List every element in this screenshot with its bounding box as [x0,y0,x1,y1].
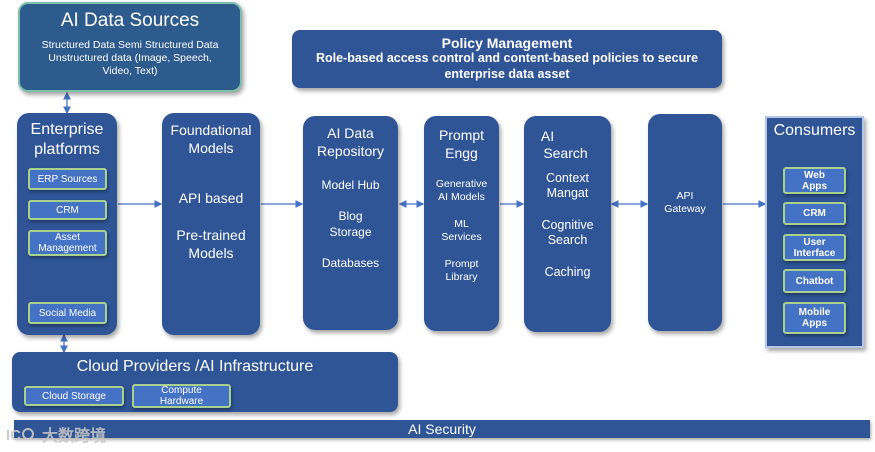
foundational-item-pretrained-1: Pre-trained [176,227,246,243]
chip-compute-label-2: Hardware [159,396,204,407]
chip-user-interface-label-1: User [803,236,826,248]
chip-compute-hardware: Compute Hardware [132,384,231,408]
watermark-text: 大数跨境 [42,428,107,445]
repository-title-2: Repository [317,143,384,159]
ai-data-sources-title: AI Data Sources [60,10,200,31]
gateway-line-1: API [676,190,694,202]
foundational-item-pretrained-2: Models [188,245,234,261]
chip-consumer-crm: CRM [783,202,846,225]
ai-data-sources-box: AI Data Sources Structured Data Semi Str… [18,2,242,92]
repository-item-databases: Databases [321,256,380,270]
search-item-cognitive: Cognitive [541,218,594,232]
foundational-title-1: Foundational [170,122,252,138]
prompt-item-prompt: Prompt [444,258,479,270]
search-item-mangat: Mangat [546,186,589,200]
repository-item-model-hub: Model Hub [321,178,380,192]
chip-web-apps-label-1: Web [804,169,825,181]
ai-search-box: AI Search Context Mangat Cognitive Searc… [524,116,611,332]
enterprise-title-1: Enterprise [30,121,104,138]
chip-erp-sources: ERP Sources [28,168,107,190]
ai-data-repository-box: AI Data Repository Model Hub Blog Storag… [303,116,398,330]
chip-asset-label-2: Management [38,243,97,254]
foundational-models-box: Foundational Models API based Pre-traine… [162,113,260,335]
svg-text:IC: IC [6,427,21,443]
prompt-title-2: Engg [445,145,478,161]
search-title-2: Search [543,145,588,161]
chip-user-interface-label-2: Interface [793,247,836,259]
ai-data-sources-line1: Structured Data Semi Structured Data [41,39,219,51]
prompt-item-generative: Generative [435,178,488,190]
cloud-title: Cloud Providers /AI Infrastructure [76,358,314,375]
gateway-line-2: Gateway [664,203,706,215]
enterprise-platforms-box: Enterprise platforms [17,113,117,335]
ai-security-label: AI Security [408,421,476,437]
api-gateway-box: API Gateway [648,114,722,331]
prompt-title-1: Prompt [438,127,485,143]
repository-item-storage: Storage [329,225,372,239]
chip-mobile-apps: Mobile Apps [783,302,846,334]
chip-consumer-crm-label: CRM [803,208,826,219]
chip-web-apps: Web Apps [783,167,846,194]
chip-enterprise-crm-label: CRM [56,204,79,216]
chip-social-media: Social Media [28,302,107,324]
repository-item-blog: Blog [338,209,363,223]
chip-cloud-storage-label: Cloud Storage [42,390,106,402]
watermark: IC 大数跨境 [6,422,106,446]
watermark-logo-icon: IC [6,427,34,443]
consumers-title: Consumers [773,122,856,139]
ai-data-sources-line2: Unstructured data (Image, Speech, [48,52,212,64]
policy-management-box: Policy Management Role-based access cont… [292,30,722,88]
chip-mobile-apps-label-1: Mobile [798,307,831,318]
chip-chatbot-label: Chatbot [795,275,834,287]
chip-compute-label-1: Compute [161,385,202,396]
ai-security-bar: AI Security [14,420,870,438]
policy-line2: enterprise data asset [444,67,570,81]
ai-data-sources-line3: Video, Text) [102,65,158,77]
chip-mobile-apps-label-2: Apps [802,318,827,329]
search-item-context: Context [545,171,590,185]
policy-line1: Role-based access control and content-ba… [315,51,699,65]
foundational-item-api: API based [178,190,244,206]
prompt-item-ai-models: AI Models [438,191,485,203]
policy-title: Policy Management [441,35,573,51]
enterprise-title-2: platforms [34,141,100,158]
prompt-item-library: Library [445,271,478,283]
chip-social-media-label: Social Media [38,307,97,319]
chip-asset-management: Asset Management [28,230,107,256]
prompt-item-services: Services [441,231,482,243]
chip-chatbot: Chatbot [783,269,846,293]
chip-erp-sources-label: ERP Sources [37,173,98,185]
chip-enterprise-crm: CRM [28,200,107,220]
foundational-title-2: Models [188,140,234,156]
prompt-engg-box: Prompt Engg Generative AI Models ML Serv… [424,116,499,331]
search-item-search: Search [547,233,588,247]
repository-title-1: AI Data [327,125,374,141]
search-title-1: AI [540,128,555,144]
chip-web-apps-label-2: Apps [802,180,827,192]
chip-user-interface: User Interface [783,234,846,261]
search-item-caching: Caching [544,265,591,279]
prompt-item-ml: ML [454,218,469,230]
chip-asset-label-1: Asset [54,232,80,243]
chip-cloud-storage: Cloud Storage [24,386,124,406]
